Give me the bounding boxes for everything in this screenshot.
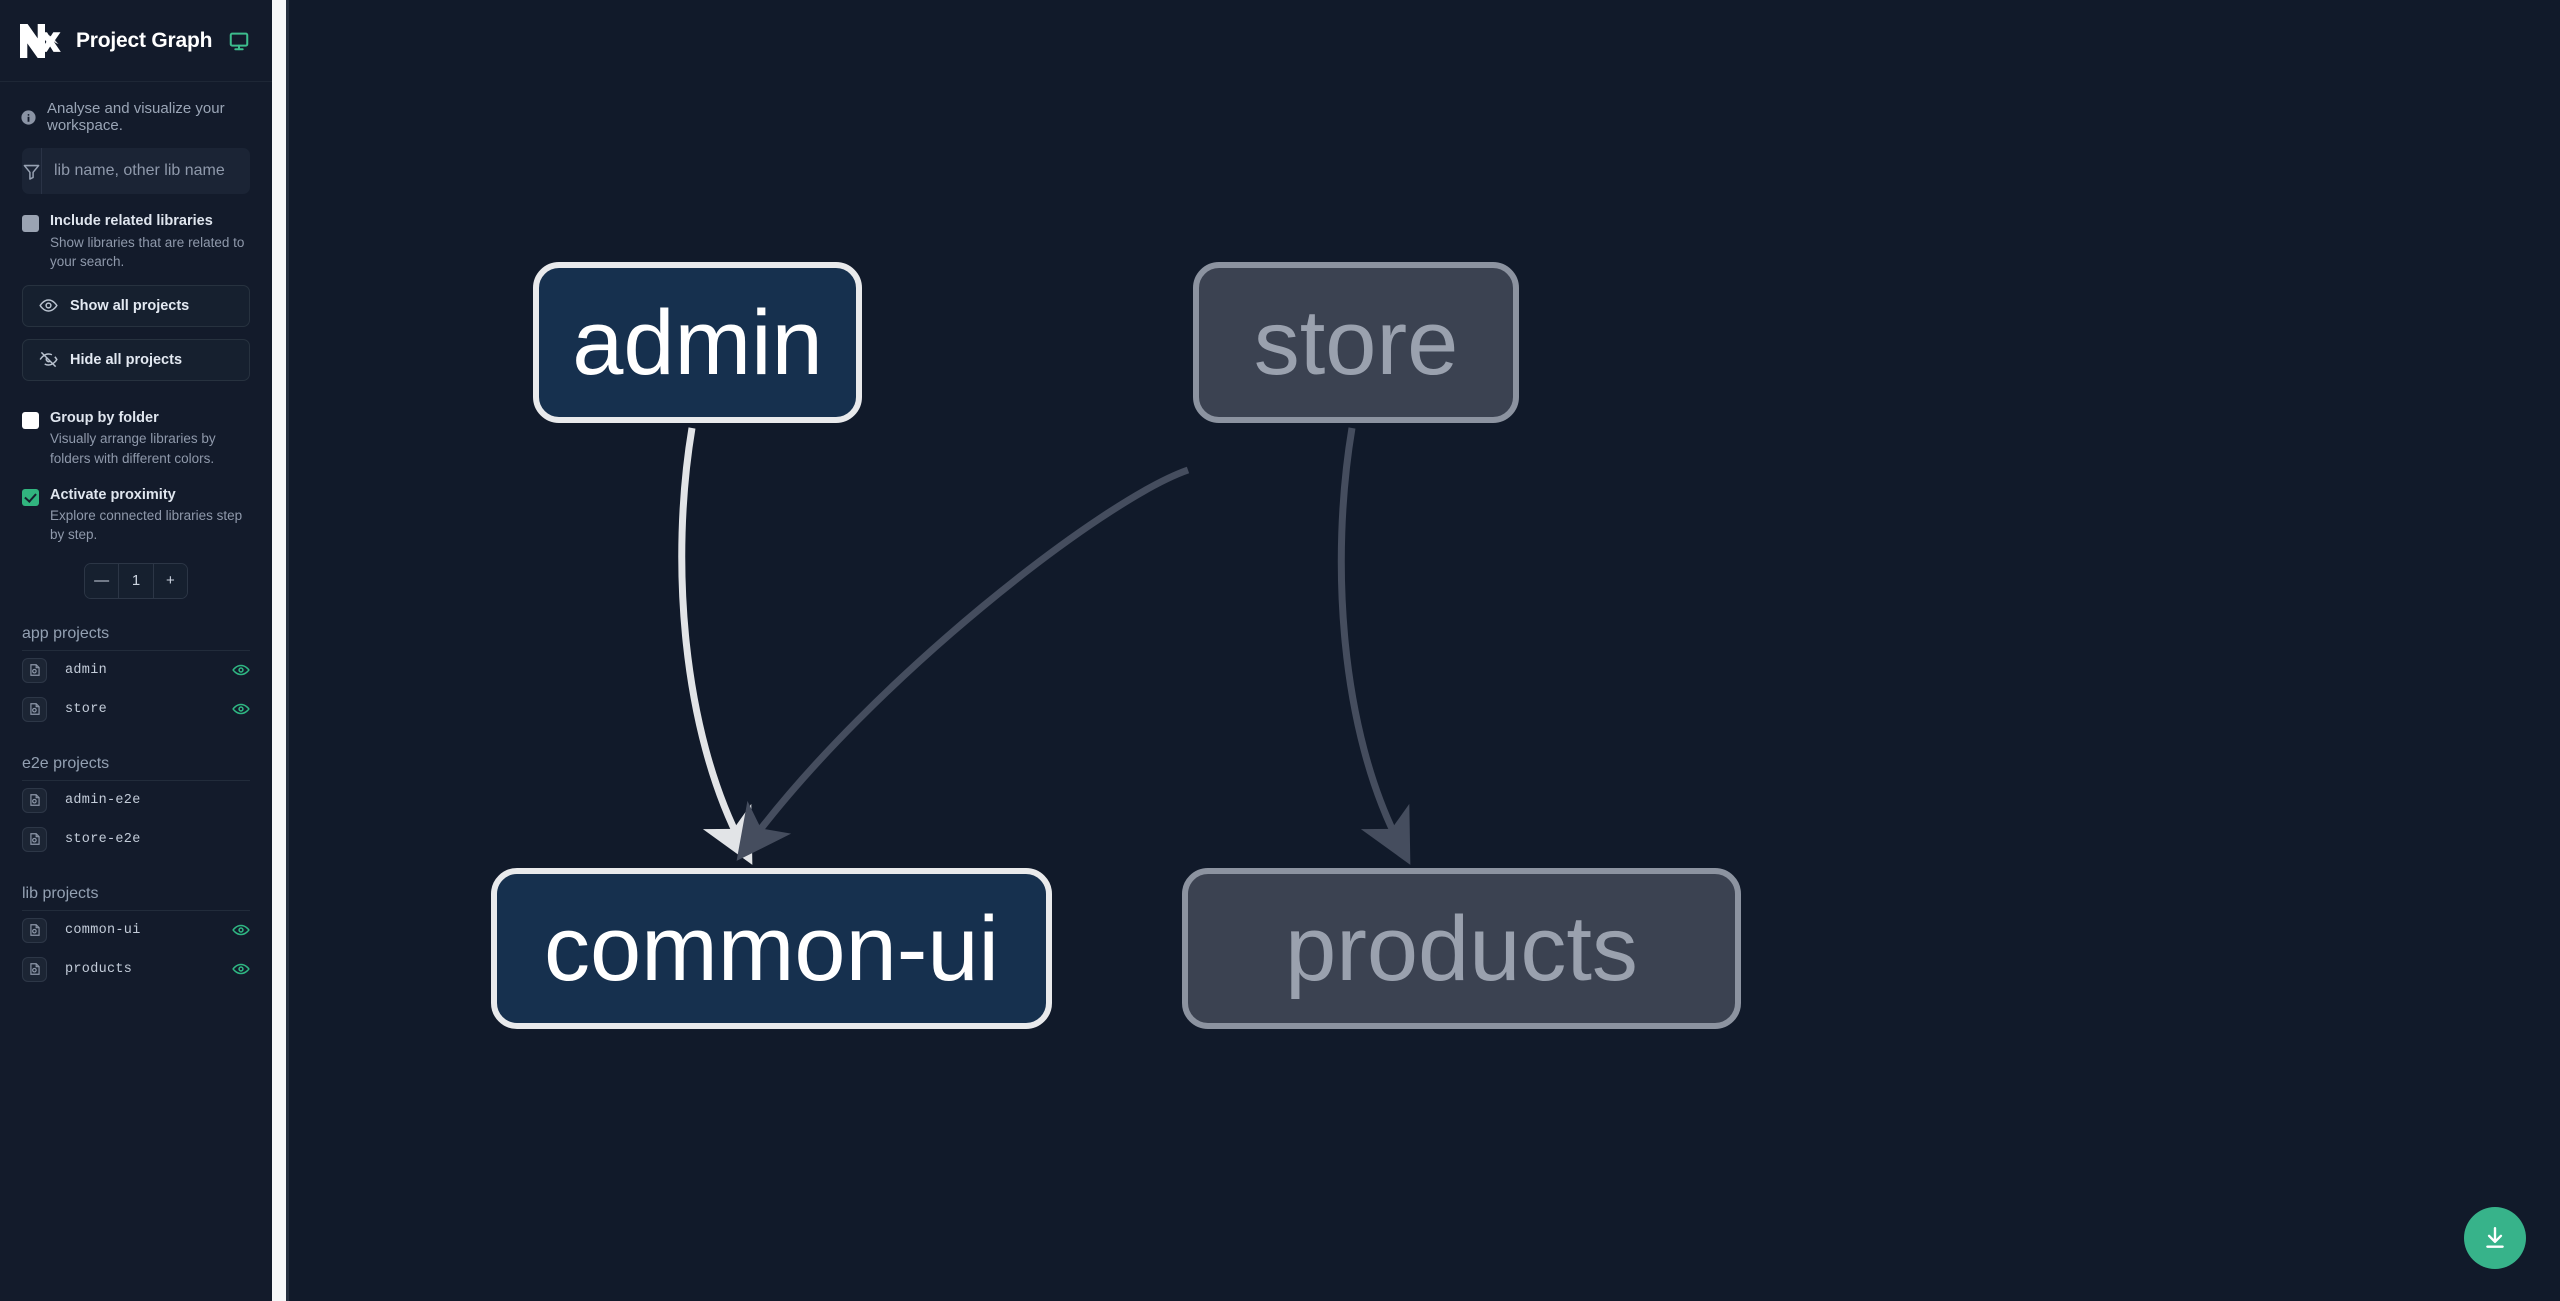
include-related-libraries-label: Include related libraries (50, 213, 213, 229)
group-by-folder-checkbox[interactable] (22, 411, 39, 429)
show-all-projects-label: Show all projects (70, 297, 190, 314)
list-item-label: common-ui (65, 922, 141, 938)
project-file-icon (22, 956, 47, 982)
funnel-icon (23, 164, 40, 180)
e2e-projects-title: e2e projects (22, 755, 250, 781)
proximity-value: 1 (118, 563, 153, 598)
graph-node-products[interactable]: products (1182, 868, 1741, 1029)
lib-projects-title: lib projects (22, 885, 250, 911)
list-item[interactable]: store (22, 690, 250, 729)
eye-icon (39, 299, 58, 313)
show-all-projects-button[interactable]: Show all projects (22, 284, 250, 327)
graph-node-common-ui[interactable]: common-ui (491, 868, 1052, 1029)
graph-node-label: store (1253, 291, 1459, 394)
hide-all-projects-label: Hide all projects (70, 351, 183, 368)
eye-icon[interactable] (232, 960, 250, 978)
proximity-stepper[interactable]: — 1 + (84, 562, 188, 599)
graph-node-store[interactable]: store (1193, 262, 1519, 423)
activate-proximity-desc: Explore connected libraries step by step… (50, 508, 243, 543)
list-item-label: store-e2e (65, 831, 141, 847)
search-box[interactable] (22, 148, 250, 194)
sidebar-body: Include related libraries Show libraries… (0, 148, 272, 989)
app-projects-group: app projects admin store (22, 625, 250, 729)
edge-admin-common-ui (678, 427, 753, 865)
include-related-libraries-desc: Show libraries that are related to your … (50, 234, 245, 269)
edge-store-common-ui (736, 466, 1190, 861)
list-item[interactable]: store-e2e (22, 820, 250, 859)
include-related-libraries-option[interactable]: Include related libraries Show libraries… (22, 206, 250, 273)
project-file-icon (22, 826, 47, 852)
group-by-folder-option[interactable]: Group by folder Visually arrange librari… (22, 403, 250, 470)
eye-icon[interactable] (232, 700, 250, 718)
graph-node-label: products (1285, 897, 1638, 1000)
activate-proximity-option[interactable]: Activate proximity Explore connected lib… (22, 480, 250, 547)
monitor-icon[interactable] (228, 30, 250, 52)
search-input[interactable] (42, 148, 250, 194)
page-title: Project Graph (76, 28, 213, 52)
list-item[interactable]: common-ui (22, 911, 250, 950)
activate-proximity-label: Activate proximity (50, 486, 176, 503)
lib-projects-group: lib projects common-ui products (22, 885, 250, 989)
proximity-decrement-button[interactable]: — (85, 563, 119, 598)
list-item-label: store (65, 701, 108, 717)
tagline: Analyse and visualize your workspace. (0, 82, 272, 148)
graph-edges (678, 427, 1411, 865)
eye-icon[interactable] (232, 661, 250, 679)
graph-node-label: common-ui (543, 897, 999, 1000)
info-icon (21, 109, 36, 125)
project-file-icon (22, 657, 47, 683)
list-item-label: admin-e2e (65, 792, 141, 808)
project-file-icon (22, 787, 47, 813)
list-item-label: products (65, 961, 133, 977)
proximity-increment-button[interactable]: + (152, 563, 187, 598)
include-related-libraries-checkbox[interactable] (22, 215, 39, 232)
group-by-folder-label: Group by folder (50, 409, 159, 426)
tagline-text: Analyse and visualize your workspace. (47, 100, 225, 134)
activate-proximity-checkbox[interactable] (22, 488, 39, 506)
list-item[interactable]: admin (22, 651, 250, 690)
sidebar: Project Graph Analyse and visualize your… (0, 0, 272, 1301)
project-file-icon (22, 696, 47, 722)
e2e-projects-group: e2e projects admin-e2e store-e2e (22, 755, 250, 859)
sidebar-header: Project Graph (0, 0, 272, 82)
hide-all-projects-button[interactable]: Hide all projects (22, 338, 250, 381)
group-by-folder-desc: Visually arrange libraries by folders wi… (50, 431, 216, 466)
graph-canvas[interactable]: admin store common-ui products (272, 0, 2560, 1301)
app-projects-title: app projects (22, 625, 250, 651)
eye-icon[interactable] (232, 921, 250, 939)
sidebar-resize-handle[interactable] (272, 0, 289, 1301)
graph-node-admin[interactable]: admin (533, 262, 862, 423)
edge-store-products (1337, 427, 1411, 865)
list-item[interactable]: admin-e2e (22, 781, 250, 820)
filter-icon-box (22, 148, 42, 194)
download-graph-button[interactable] (2464, 1207, 2526, 1269)
list-item[interactable]: products (22, 950, 250, 989)
nx-logo-icon (20, 23, 61, 58)
eye-off-icon (39, 352, 58, 368)
list-item-label: admin (65, 662, 108, 678)
download-icon (2486, 1227, 2504, 1248)
project-file-icon (22, 917, 47, 943)
graph-node-label: admin (572, 291, 823, 394)
